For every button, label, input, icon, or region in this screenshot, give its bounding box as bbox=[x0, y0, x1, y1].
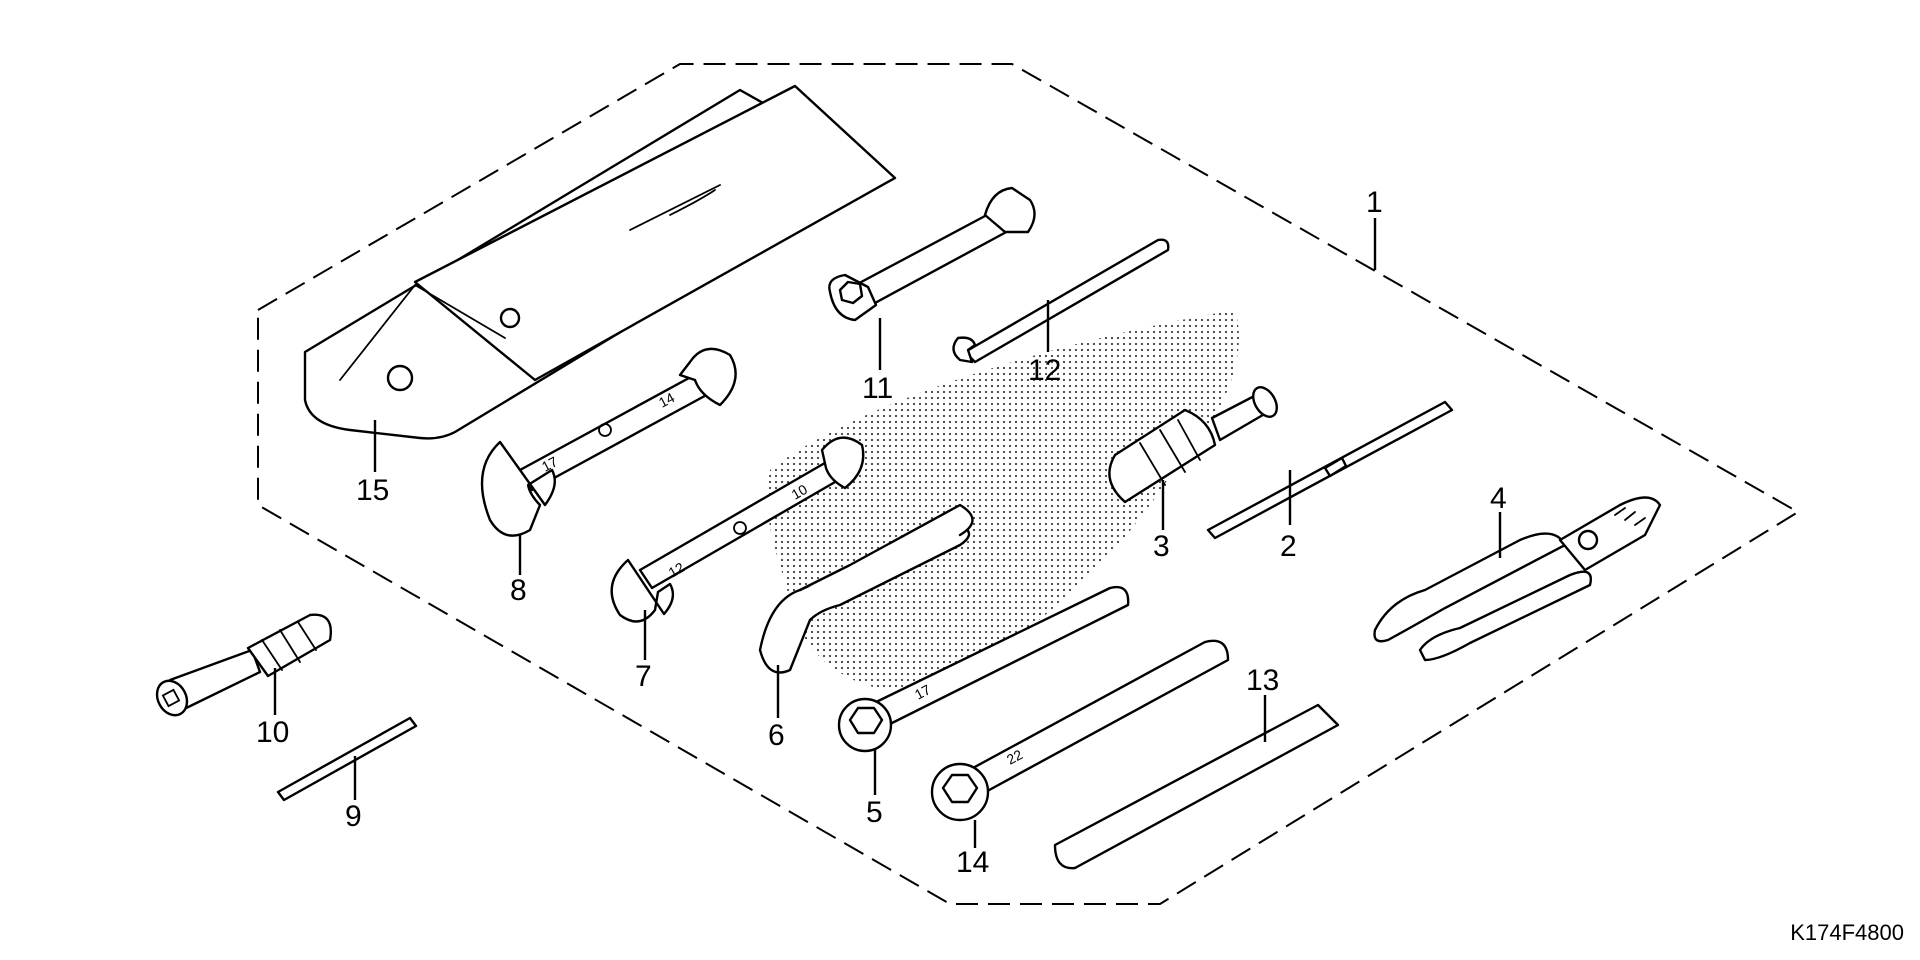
box-wrench-17: 17 bbox=[837, 585, 1130, 753]
callout-7: 7 bbox=[635, 660, 652, 693]
reference-code: K174F4800 bbox=[1790, 920, 1904, 945]
spark-plug-rod-spanner bbox=[952, 238, 1170, 364]
callout-leaders bbox=[273, 218, 1502, 848]
stipple-background bbox=[767, 310, 1239, 692]
callout-9: 9 bbox=[345, 800, 362, 833]
callout-12: 12 bbox=[1028, 354, 1061, 387]
callout-13: 13 bbox=[1246, 664, 1279, 697]
callout-10: 10 bbox=[256, 716, 289, 749]
open-end-wrench-14x17: 14 17 bbox=[480, 347, 737, 537]
wrench-8-marking-b: 17 bbox=[539, 453, 560, 475]
callout-1: 1 bbox=[1366, 186, 1383, 219]
wrench-8-marking-a: 14 bbox=[656, 389, 677, 411]
wrench-7-marking-a: 10 bbox=[789, 481, 811, 503]
screwdriver-bit-long bbox=[1206, 400, 1454, 540]
callout-8: 8 bbox=[510, 574, 527, 607]
callout-15: 15 bbox=[356, 474, 389, 507]
wrench-5-marking: 17 bbox=[912, 681, 933, 703]
callout-11: 11 bbox=[862, 372, 893, 405]
screwdriver-handle-loose bbox=[155, 613, 332, 717]
callout-14: 14 bbox=[956, 846, 989, 879]
box-wrench-22: 22 bbox=[930, 639, 1230, 822]
callout-5: 5 bbox=[866, 796, 883, 829]
pin-spanner-wrench bbox=[758, 503, 974, 674]
callout-4: 4 bbox=[1490, 482, 1507, 515]
open-end-wrench-10x12: 10 12 bbox=[610, 436, 865, 623]
tool-sleeve bbox=[1053, 703, 1340, 870]
kit-boundary-outline bbox=[257, 63, 1800, 905]
wrench-7-marking-b: 12 bbox=[666, 559, 688, 581]
callout-3: 3 bbox=[1153, 530, 1170, 563]
callout-2: 2 bbox=[1280, 530, 1297, 563]
pliers bbox=[1373, 496, 1662, 662]
screwdriver-handle bbox=[1108, 386, 1278, 504]
screwdriver-bit-short bbox=[276, 716, 418, 802]
tool-bag bbox=[303, 84, 897, 440]
callout-6: 6 bbox=[768, 719, 785, 752]
wrench-14-marking: 22 bbox=[1004, 746, 1025, 768]
socket-wrench bbox=[828, 186, 1036, 322]
